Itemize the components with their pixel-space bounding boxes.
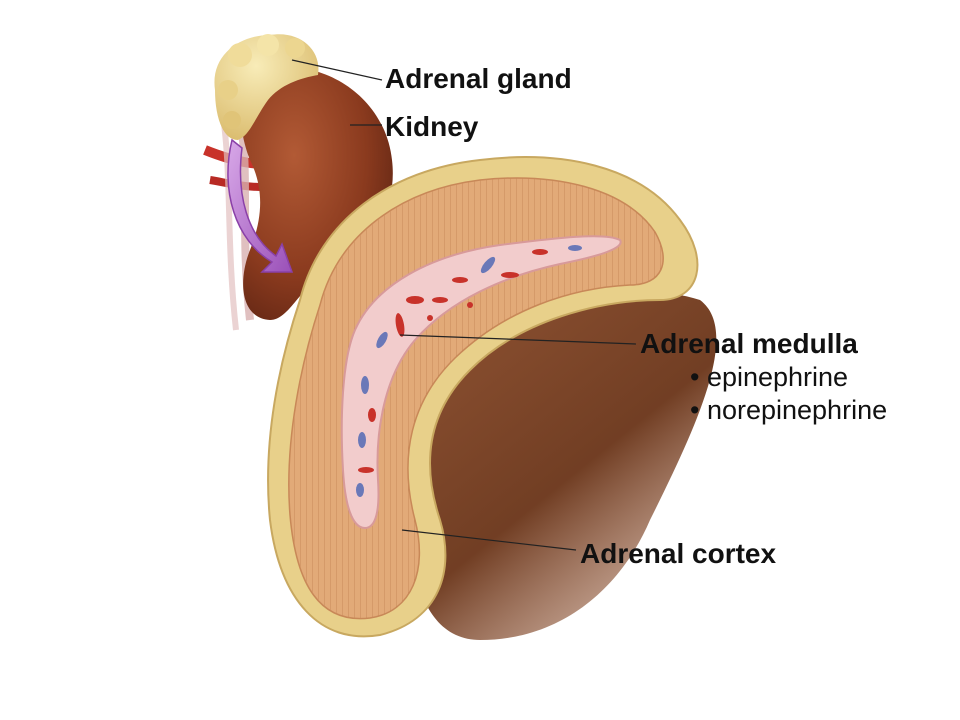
label-kidney: Kidney (385, 111, 479, 142)
adrenal-medulla-region (340, 235, 622, 530)
medulla-blood-cells (356, 245, 582, 497)
label-adrenal-cortex: Adrenal cortex (580, 538, 777, 569)
adrenal-cortex-region (288, 177, 664, 620)
label-norepinephrine: • norepinephrine (690, 395, 888, 425)
leader-lines (291, 59, 637, 551)
label-adrenal-medulla: Adrenal medulla (640, 328, 858, 359)
kidney-shadow-lobe (412, 291, 717, 640)
label-adrenal-gland: Adrenal gland (385, 63, 572, 94)
label-epinephrine: • epinephrine (690, 362, 849, 392)
zoom-arrow (227, 138, 294, 273)
